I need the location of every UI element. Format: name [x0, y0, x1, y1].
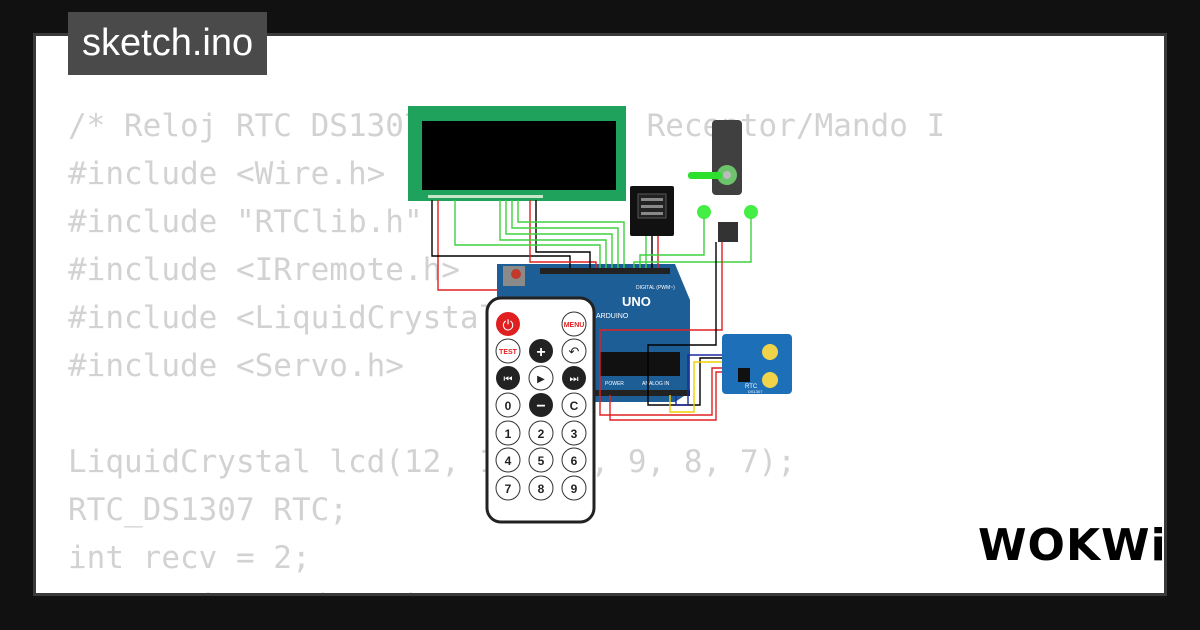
remote-power-button[interactable] — [496, 312, 520, 336]
key-label: 5 — [538, 454, 545, 468]
board-sub-label: ARDUINO — [596, 313, 629, 320]
key-label: 1 — [505, 427, 512, 441]
rtc-sub-label: DS1307 — [748, 389, 763, 394]
remote-1-button[interactable] — [495, 420, 521, 446]
rtc-module: RTC DS1307 — [722, 334, 792, 394]
servo-motor — [688, 120, 742, 242]
analog-label: ANALOG IN — [642, 381, 670, 387]
key-label: 7 — [505, 482, 512, 496]
code-line: #include <Wire.h> — [68, 156, 386, 192]
code-line: #include <Servo.h> — [68, 348, 404, 384]
remote-back-button[interactable] — [561, 338, 587, 364]
led-left — [697, 205, 711, 219]
code-line: #include <IRremote.h> — [68, 252, 460, 288]
key-label: 0 — [505, 399, 512, 413]
remote-5-button[interactable] — [528, 447, 554, 473]
test-label: TEST — [499, 349, 518, 356]
code-line: #include "RTClib.h" — [68, 204, 423, 240]
remote-0-button[interactable] — [495, 392, 521, 418]
code-line: LiquidCrystal lcd(12, 11, 10, 9, 8, 7); — [68, 444, 796, 480]
key-label: 3 — [571, 427, 578, 441]
plus-icon: + — [536, 344, 545, 361]
key-label: C — [570, 399, 579, 413]
remote-clear-button[interactable] — [561, 392, 587, 418]
remote-menu-button[interactable] — [561, 311, 587, 337]
key-label: 4 — [505, 454, 512, 468]
code-line: IRrecv irrecv(recv); — [68, 588, 441, 593]
remote-plus-button[interactable] — [529, 339, 553, 363]
remote-7-button[interactable] — [495, 475, 521, 501]
lcd-display — [408, 106, 626, 201]
remote-prev-button[interactable] — [496, 366, 520, 390]
remote-8-button[interactable] — [528, 475, 554, 501]
remote-2-button[interactable] — [528, 420, 554, 446]
wires — [431, 200, 752, 421]
power-label: POWER — [605, 381, 624, 387]
minus-icon: − — [536, 398, 545, 415]
file-tab[interactable]: sketch.ino — [68, 12, 268, 75]
rtc-label: RTC — [745, 384, 758, 390]
remote-3-button[interactable] — [561, 420, 587, 446]
remote-play-button[interactable] — [528, 365, 554, 391]
power-icon: ⏻ — [502, 317, 513, 333]
remote-next-button[interactable] — [562, 366, 586, 390]
remote-minus-button[interactable] — [529, 393, 553, 417]
remote-9-button[interactable] — [561, 475, 587, 501]
prev-icon: ⏮ — [504, 374, 513, 385]
remote-test-button[interactable] — [495, 338, 521, 364]
play-icon: ▶ — [537, 374, 545, 385]
digital-label: DIGITAL (PWM~) — [636, 285, 675, 291]
next-icon: ⏭ — [570, 374, 579, 385]
led-right — [744, 205, 758, 219]
key-label: 8 — [538, 482, 545, 496]
code-line: RTC_DS1307 RTC; — [68, 492, 348, 528]
wokwi-logo: WOKWi — [978, 520, 1167, 571]
menu-label: MENU — [564, 322, 585, 329]
key-label: 6 — [571, 454, 578, 468]
circuit-diagram: UNO ARDUINO DIGITAL (PWM~) POWER ANALOG … — [408, 106, 792, 524]
back-icon: ↶ — [569, 344, 580, 359]
code-line: int recv = 2; — [68, 540, 311, 576]
remote-6-button[interactable] — [561, 447, 587, 473]
key-label: 2 — [538, 427, 545, 441]
board-brand-label: UNO — [622, 294, 651, 309]
key-label: 9 — [571, 482, 578, 496]
ir-receiver — [630, 186, 674, 236]
remote-4-button[interactable] — [495, 447, 521, 473]
remote-buttons: ⏻ MENU TEST + ↶ ⏮ ▶ ⏭ 0 − C 1 2 3 4 5 6 … — [495, 311, 587, 501]
